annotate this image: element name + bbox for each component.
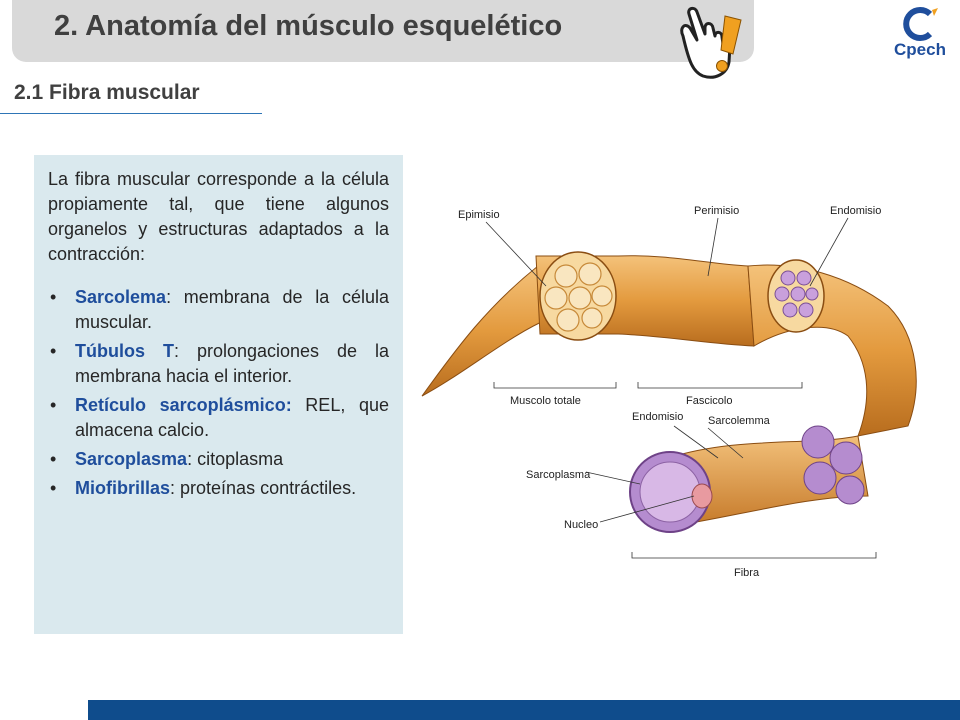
bullet-icon: • bbox=[50, 478, 57, 498]
logo-text: Cpech bbox=[894, 40, 946, 59]
list-item: • Sarcoplasma: citoplasma bbox=[48, 447, 389, 472]
list-item: • Miofibrillas: proteínas contráctiles. bbox=[48, 476, 389, 501]
fiber-nucleus bbox=[691, 483, 713, 509]
bullet-icon: • bbox=[50, 287, 57, 307]
label-sarcoplasma: Sarcoplasma bbox=[526, 469, 591, 481]
bullet-text: : proteínas contráctiles. bbox=[170, 478, 357, 498]
bullet-text: : membrana de la célula muscular. bbox=[75, 287, 389, 332]
bullet-term: Túbulos T bbox=[75, 341, 174, 361]
bullet-term: Miofibrillas bbox=[75, 478, 171, 498]
bullet-term: Sarcolema bbox=[75, 287, 167, 307]
bullet-icon: • bbox=[50, 341, 57, 361]
bullet-text: : citoplasma bbox=[187, 449, 284, 469]
cpech-logo: Cpech bbox=[888, 4, 952, 64]
list-item: • Sarcolema: membrana de la célula muscul… bbox=[48, 285, 389, 335]
subtitle-underline bbox=[0, 113, 262, 114]
pointing-hand-icon bbox=[680, 6, 742, 79]
label-perimisio: Perimisio bbox=[694, 205, 739, 217]
cpech-logo-icon bbox=[903, 7, 938, 41]
label-muscolo-totale: Muscolo totale bbox=[510, 395, 581, 407]
label-endomisio-top: Endomisio bbox=[830, 205, 881, 217]
page-title: 2. Anatomía del músculo esquelético bbox=[54, 10, 563, 42]
bullet-term: Sarcoplasma bbox=[75, 449, 188, 469]
bullet-icon: • bbox=[50, 449, 57, 469]
label-epimisio: Epimisio bbox=[458, 209, 500, 221]
label-fibra: Fibra bbox=[734, 567, 760, 579]
bullet-term: Retículo sarcoplásmico: bbox=[75, 395, 292, 415]
intro-paragraph: La fibra muscular corresponde a la célul… bbox=[48, 169, 389, 264]
list-item: • Túbulos T: prolongaciones de la membran… bbox=[48, 339, 389, 389]
list-item: • Retículo sarcoplásmico: REL, que almace… bbox=[48, 393, 389, 443]
label-nucleo: Nucleo bbox=[564, 519, 598, 531]
text-box: La fibra muscular corresponde a la célul… bbox=[34, 155, 403, 634]
label-sarcolemma: Sarcolemma bbox=[708, 415, 771, 427]
bullet-icon: • bbox=[50, 395, 57, 415]
label-fascicolo: Fascicolo bbox=[686, 395, 732, 407]
fiber-sarcoplasm bbox=[639, 461, 701, 523]
muscle-anatomy-illustration: Epimisio Perimisio Endomisio Muscolo tot… bbox=[418, 196, 944, 596]
footer-bar bbox=[88, 700, 960, 720]
section-subtitle: 2.1 Fibra muscular bbox=[14, 81, 200, 104]
bullet-list: • Sarcolema: membrana de la célula muscul… bbox=[48, 285, 389, 501]
bullet-text: : prolongaciones de la membrana hacia el… bbox=[75, 341, 390, 386]
title-bar: 2. Anatomía del músculo esquelético bbox=[12, 0, 754, 62]
bullet-text: REL, que almacena calcio. bbox=[75, 395, 389, 440]
label-endomisio-mid: Endomisio bbox=[632, 411, 683, 423]
